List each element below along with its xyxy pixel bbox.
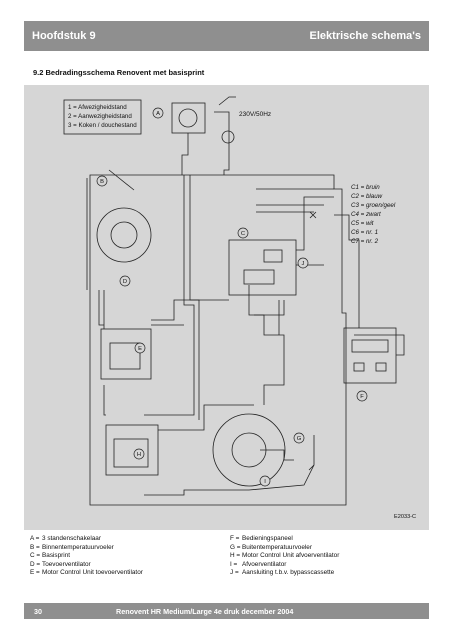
legend-item-a: A =3 standenschakelaar (30, 535, 101, 542)
mcu-supply-box (100, 328, 152, 380)
chapter-section-title: Elektrische schema's (309, 30, 421, 42)
wire-color-c6: C6 = nr. 1 (351, 229, 378, 236)
supply-fan-outer (96, 207, 152, 263)
section-title: 9.2 Bedradingsschema Renovent met basisp… (33, 68, 205, 77)
marker-h: H (137, 452, 141, 458)
marker-g: G (297, 436, 302, 442)
switch-position-1: 1 = Afwezigheidstand (68, 104, 127, 111)
wire-color-c2: C2 = blauw (351, 193, 383, 200)
legend-left-column: A =3 standenschakelaar B =Binnentemperat… (30, 535, 143, 578)
marker-b: B (100, 179, 104, 185)
switch-position-3: 3 = Koken / douchestand (68, 122, 137, 129)
mcu-exhaust-box (105, 424, 159, 476)
wiring-diagram: 1 = Afwezigheidstand 2 = Aanwezigheidsta… (24, 85, 429, 530)
legend-right-column: F =Bedieningspaneel G =Buitentemperatuur… (230, 535, 339, 578)
wire-color-c7: C7 = nr. 2 (351, 238, 379, 245)
legend-item-c: C =Basisprint (30, 552, 71, 560)
footer-title: Renovent HR Medium/Large 4e druk decembe… (116, 607, 294, 616)
exhaust-fan-outer (212, 413, 286, 487)
legend-item-e: E =Motor Control Unit toevoerventilator (30, 569, 143, 577)
switch-legend-box (63, 99, 142, 135)
marker-d: D (123, 279, 127, 285)
chapter-title: Hoofdstuk 9 (32, 30, 96, 42)
wiring-diagram-drawing: 1 = Afwezigheidstand 2 = Aanwezigheidsta… (63, 96, 416, 520)
legend-item-f: F =Bedieningspaneel (230, 535, 293, 542)
switch-position-2: 2 = Aanwezigheidstand (68, 113, 132, 120)
basisprint-board (228, 239, 297, 296)
wire-color-c5: C5 = wit (351, 220, 374, 227)
marker-e: E (138, 346, 142, 352)
legend-item-b: B =Binnentemperatuurvoeler (30, 543, 114, 551)
marker-f: F (360, 394, 364, 400)
marker-i: I (264, 479, 266, 485)
wire-color-c3: C3 = groen/geel (351, 202, 396, 209)
voltage-label: 230V/50Hz (239, 111, 271, 118)
supply-fan-inner (110, 221, 138, 249)
unit-housing-outline (89, 174, 347, 506)
page-number: 30 (34, 607, 42, 616)
marker-a: A (156, 111, 160, 117)
page-footer-bar: 30 Renovent HR Medium/Large 4e druk dece… (24, 603, 429, 619)
wire-color-c4: C4 = zwart (351, 211, 381, 218)
marker-c: C (241, 231, 245, 237)
switch-a-box (171, 102, 206, 134)
drawing-code: E2033-C (394, 514, 416, 520)
legend-item-i: I =Afvoerventilator (230, 560, 287, 568)
legend-item-d: D =Toevoerventilator (30, 560, 91, 568)
control-panel-box (343, 327, 397, 384)
chapter-header-bar: Hoofdstuk 9 Elektrische schema's (24, 21, 429, 51)
marker-j: J (302, 261, 305, 267)
legend-item-j: J =Aansluiting t.b.v. bypasscassette (230, 569, 335, 577)
legend-item-g: G =Buitentemperatuurvoeler (230, 543, 312, 551)
legend-item-h: H =Motor Control Unit afvoerventilator (230, 552, 340, 560)
wire-color-c1: C1 = bruin (351, 184, 380, 191)
